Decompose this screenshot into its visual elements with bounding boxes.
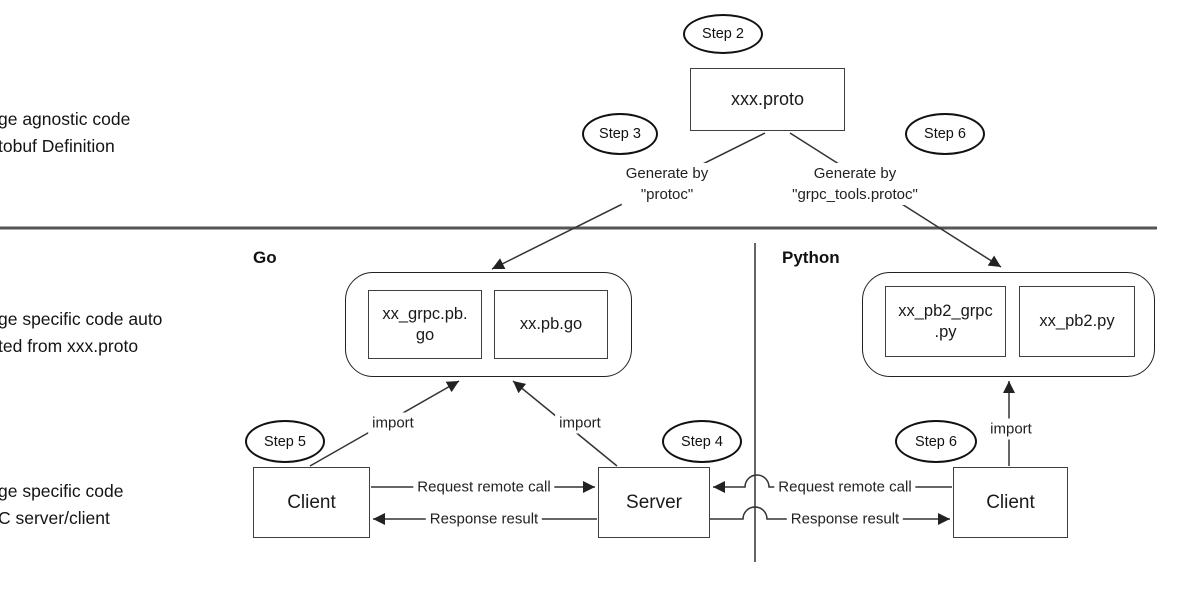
annotation-line: C server/client	[0, 508, 110, 528]
node-label: Client	[986, 491, 1035, 513]
node-python-client: Client	[953, 467, 1068, 538]
node-go-server: Server	[598, 467, 710, 538]
node-xx-grpc-pb-go: xx_grpc.pb. go	[368, 290, 482, 359]
annotation-line: ted from xxx.proto	[0, 336, 139, 356]
step-label: Step 4	[681, 433, 723, 450]
edge-label-import-go-server: import	[555, 412, 605, 434]
step-label: Step 5	[264, 433, 306, 450]
node-xx-pb2-py: xx_pb2.py	[1019, 286, 1135, 357]
node-label-line: .py	[934, 322, 957, 341]
node-xxx-proto: xxx.proto	[690, 68, 845, 131]
step-6-bottom-badge: Step 6	[895, 420, 977, 463]
edge-label-go-request: Request remote call	[413, 476, 555, 498]
edge-label-line: "protoc"	[640, 186, 694, 203]
step-5-badge: Step 5	[245, 420, 325, 463]
node-label: xxx.proto	[730, 89, 805, 110]
node-label: xx_grpc.pb. go	[382, 304, 467, 345]
edge-label-python-request: Request remote call	[774, 476, 916, 498]
annotation-protobuf-definition: ge agnostic code tobuf Definition	[0, 106, 130, 160]
node-label-line: go	[415, 325, 435, 344]
step-6-top-badge: Step 6	[905, 113, 985, 155]
arrow-python-response	[709, 506, 950, 525]
edge-label-import-go-client: import	[368, 412, 418, 434]
edge-label-import-python-client: import	[986, 418, 1036, 440]
step-label: Step 3	[599, 126, 641, 142]
node-label: Server	[626, 491, 682, 513]
node-label: xx_pb2.py	[1039, 312, 1115, 331]
step-label: Step 2	[702, 26, 744, 42]
step-3-badge: Step 3	[582, 113, 658, 155]
node-label-line: xx_pb2_grpc	[898, 301, 993, 320]
annotation-line: tobuf Definition	[0, 136, 115, 156]
node-go-client: Client	[253, 467, 370, 538]
arrow-python-request	[713, 474, 952, 493]
edge-label-python-response: Response result	[786, 508, 904, 530]
go-section-label: Go	[253, 248, 277, 267]
step-2-badge: Step 2	[683, 14, 763, 54]
node-label: xx.pb.go	[519, 315, 583, 334]
annotation-line: ge specific code	[0, 481, 124, 501]
edge-label-line: Generate by	[625, 165, 709, 182]
node-xx-pb-go: xx.pb.go	[494, 290, 608, 359]
node-xx-pb2-grpc-py: xx_pb2_grpc .py	[885, 286, 1006, 357]
edge-label-go-response: Response result	[425, 508, 543, 530]
annotation-line: ge agnostic code	[0, 109, 131, 129]
annotation-line: ge specific code auto	[0, 309, 163, 329]
step-4-badge: Step 4	[662, 420, 742, 463]
node-label: Client	[287, 491, 336, 513]
edge-label-line: "grpc_tools.protoc"	[792, 186, 918, 203]
edge-label-generate-grpc-tools: Generate by "grpc_tools.protoc"	[788, 163, 922, 205]
edge-label-generate-protoc: Generate by "protoc"	[621, 163, 713, 205]
annotation-rpc-server-client: ge specific code C server/client	[0, 478, 124, 532]
step-label: Step 6	[915, 433, 957, 450]
annotation-generated-code: ge specific code auto ted from xxx.proto	[0, 306, 162, 360]
edge-label-line: Generate by	[813, 165, 897, 182]
node-label: xx_pb2_grpc .py	[898, 301, 992, 342]
python-section-label: Python	[782, 248, 840, 267]
node-label-line: xx_grpc.pb.	[382, 304, 468, 323]
step-label: Step 6	[924, 126, 966, 142]
